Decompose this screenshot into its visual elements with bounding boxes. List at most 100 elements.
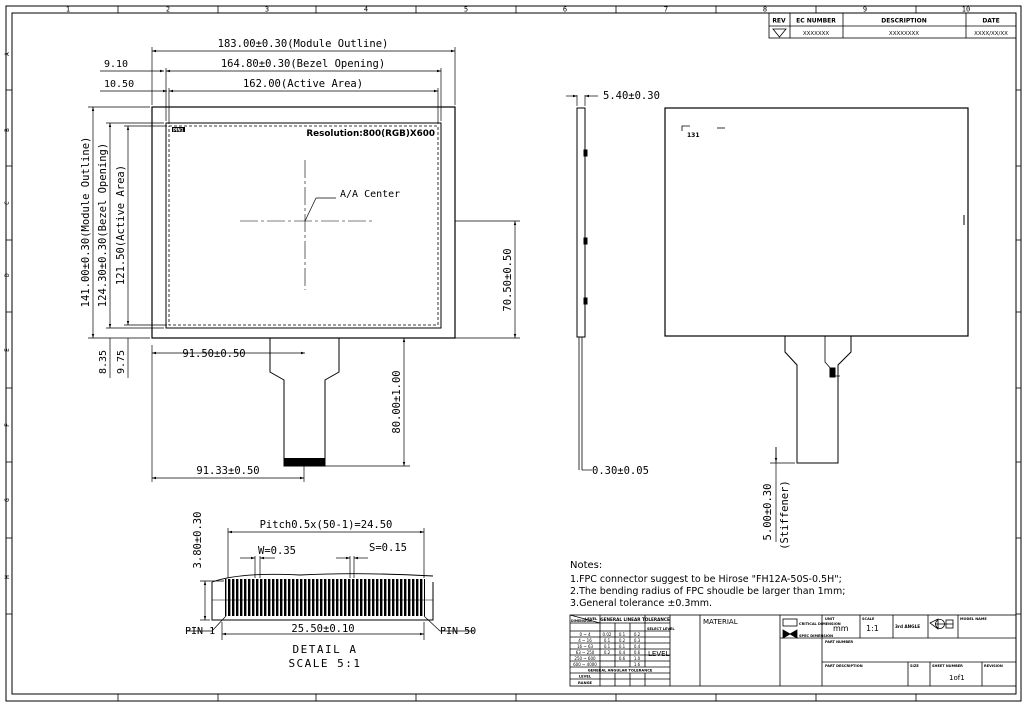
stiffener-label: (Stiffener) [779,480,791,550]
pin1-marker [172,127,185,132]
tol-header: GENERAL LINEAR TOLERANCE [600,617,670,622]
front-view [151,106,456,467]
module-outline-width-label: 183.00±0.30(Module Outline) [218,38,389,50]
tol-c2-r5: 0.6 [619,656,626,661]
side-thickness-label: 5.40±0.30 [603,90,660,102]
frame-row-letter: H [4,575,11,579]
ec-number-value: XXXXXXX [803,31,830,37]
tol-c1-r4: 0.2 [604,650,611,655]
ec-number-header: EC NUMBER [796,18,836,25]
pin50-label: PIN 50 [440,626,476,637]
fpc-tail [269,338,340,467]
pitch-label: Pitch0.5x(50-1)=24.50 [260,519,393,531]
frame-column-numbers: 1 2 3 4 5 6 7 8 9 10 [66,6,970,701]
frame-column-number: 8 [763,6,767,14]
revision-block [768,12,1017,39]
frame-column-number: 1 [66,6,70,14]
active-area-height-label: 121.50(Active Area) [115,165,127,285]
tol-c3-r2: 0.3 [634,638,641,643]
frame-row-letter: F [4,423,11,427]
center-width-label: 91.50±0.50 [182,348,245,360]
tol-c3-r1: 0.2 [634,632,641,637]
offset-975-label: 9.75 [116,350,127,374]
offset-910-label: 9.10 [104,59,128,70]
connector-width-label: 25.50±0.10 [291,623,354,635]
bezel-opening [165,122,442,329]
bezel-opening-width-label: 164.80±0.30(Bezel Opening) [221,58,385,70]
drawing-frame [5,5,1022,702]
module-outline [151,106,456,339]
angular-level: LEVEL [579,675,592,679]
revision-label: REVISION [984,664,1003,668]
fpc-length-label: 80.00±1.00 [391,370,403,433]
tol-c3-r3: 0.4 [634,644,641,649]
note-2: 2.The bending radius of FPC shoudle be l… [570,586,845,597]
tol-c3-r4: 0.6 [634,650,641,655]
aa-center-label: A/A Center [340,189,400,200]
frame-row-letter: B [4,128,11,132]
bezel-opening-height-label: 124.30±0.30(Bezel Opening) [97,143,109,307]
tol-c1-r3: 0.1 [604,644,611,649]
center-height-label: 70.50±0.50 [502,248,514,311]
frame-column-number: 3 [265,6,269,14]
frame-column-number: 5 [464,6,468,14]
model-name-label: MODEL NAME [960,617,987,621]
unit-label: UNIT [825,617,835,621]
tol-level: LEVEL [585,617,598,621]
frame-column-number: 10 [962,6,970,14]
date-header: DATE [982,18,999,25]
range-5: 250 ~ 600 [574,656,596,661]
sheet-value: 1of1 [949,674,965,682]
angular-header: GENERAL ANGULAR TOLERANCE [588,669,653,673]
rev-header: REV [772,18,786,25]
fpc-contacts [284,458,325,466]
note-3: 3.General tolerance ±0.3mm. [570,598,712,609]
tol-c2-r4: 0.4 [619,650,626,655]
note-1: 1.FPC connector suggest to be Hirose "FH… [570,574,842,585]
spec-dimension: SPEC DIMENSION [799,634,833,638]
scale-label: SCALE [862,617,875,621]
frame-column-number: 2 [166,6,170,14]
angular-range: RANGE [578,681,593,685]
detail-scale: SCALE 5:1 [288,657,361,670]
back-view [664,107,969,542]
scale-value: 1:1 [866,624,879,633]
frame-column-number: 6 [563,6,567,14]
unit-value: mm [833,624,849,633]
frame-row-letter: E [4,348,11,352]
frame-column-number: 4 [364,6,368,14]
tol-c3-r6: 1.6 [634,662,641,667]
range-3: 16 ~ 63 [577,644,594,649]
part-number-label: PART NUMBER [825,640,853,644]
tol-c1-r1: 0.02 [603,632,612,637]
material-label: MATERIAL [703,618,738,626]
critical-dimension: CRITICAL DIMENSION [799,622,841,626]
stiffener-dimension-label: 5.00±0.30 [762,484,774,541]
side-view [566,94,598,471]
tol-c3-r5: 1.0 [634,656,641,661]
frame-column-number: 7 [664,6,668,14]
offset-1050-label: 10.50 [104,79,134,90]
tol-c1-r2: 0.1 [604,638,611,643]
tol-c2-r1: 0.1 [619,632,626,637]
front-dimensions [88,47,520,482]
angle-label: 3rd ANGLE [895,624,920,629]
module-outline-height-label: 141.00±0.30(Module Outline) [80,137,92,308]
range-1: 0 ~ 4 [580,632,591,637]
detail-pins [225,579,425,616]
offset-835-label: 8.35 [98,350,109,374]
active-area-width-label: 162.00(Active Area) [243,78,363,90]
frame-row-letter: C [4,201,11,205]
description-value: XXXXXXXX [889,31,919,37]
notes-heading: Notes: [570,560,602,571]
pin-width-label: W=0.35 [258,545,296,557]
tol-c2-r2: 0.2 [619,638,626,643]
frame-row-letter: A [4,52,11,56]
tol-level-right: LEVEL [648,650,670,658]
date-value: XXXX/XX/XX [974,31,1008,37]
range-2: 4 ~ 16 [578,638,592,643]
fpc-position-label: 91.33±0.50 [196,465,259,477]
frame-column-number: 9 [863,6,867,14]
